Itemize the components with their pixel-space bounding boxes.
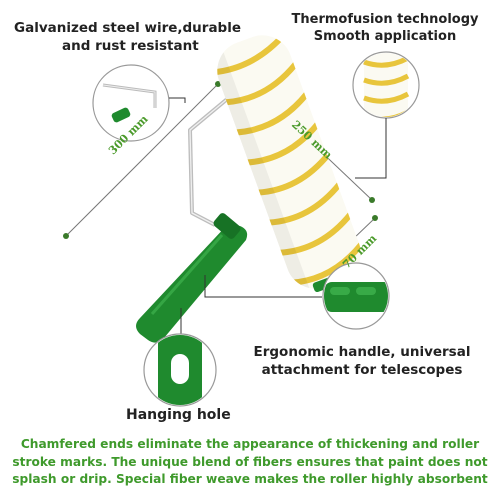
- hanging-hole-callout: Hanging hole: [126, 407, 231, 423]
- roller-cover: [208, 26, 370, 298]
- handle-line-1: Ergonomic handle, universal: [253, 344, 471, 360]
- handle-zoom: [204, 262, 390, 330]
- roller-handle: [136, 213, 248, 343]
- dimension-line-300: [63, 81, 221, 239]
- steel-wire-callout: Galvanized steel wire,durable and rust r…: [14, 20, 241, 55]
- footer-description: Chamfered ends eliminate the appearance …: [0, 436, 500, 489]
- handle-line-2: attachment for telescopes: [261, 361, 463, 378]
- footer-line-3: splash or drip. Special fiber weave make…: [12, 472, 488, 487]
- thermofusion-line-2: Smooth application: [313, 28, 457, 44]
- thermofusion-line-1: Thermofusion technology: [291, 12, 479, 27]
- footer-line-2: stroke marks. The unique blend of fibers…: [12, 454, 488, 469]
- footer-line-1: Chamfered ends eliminate the appearance …: [20, 437, 480, 451]
- handle-callout: Ergonomic handle, universal attachment f…: [252, 344, 472, 379]
- steel-wire-zoom: [92, 64, 186, 142]
- steel-wire-line-2: and rust resistant: [62, 37, 199, 54]
- hanging-hole-zoom: [143, 308, 217, 407]
- steel-wire-line-1: Galvanized steel wire,durable: [14, 20, 242, 36]
- roller-fiber-zoom: [352, 51, 420, 179]
- thermofusion-callout: Thermofusion technology Smooth applicati…: [290, 12, 480, 46]
